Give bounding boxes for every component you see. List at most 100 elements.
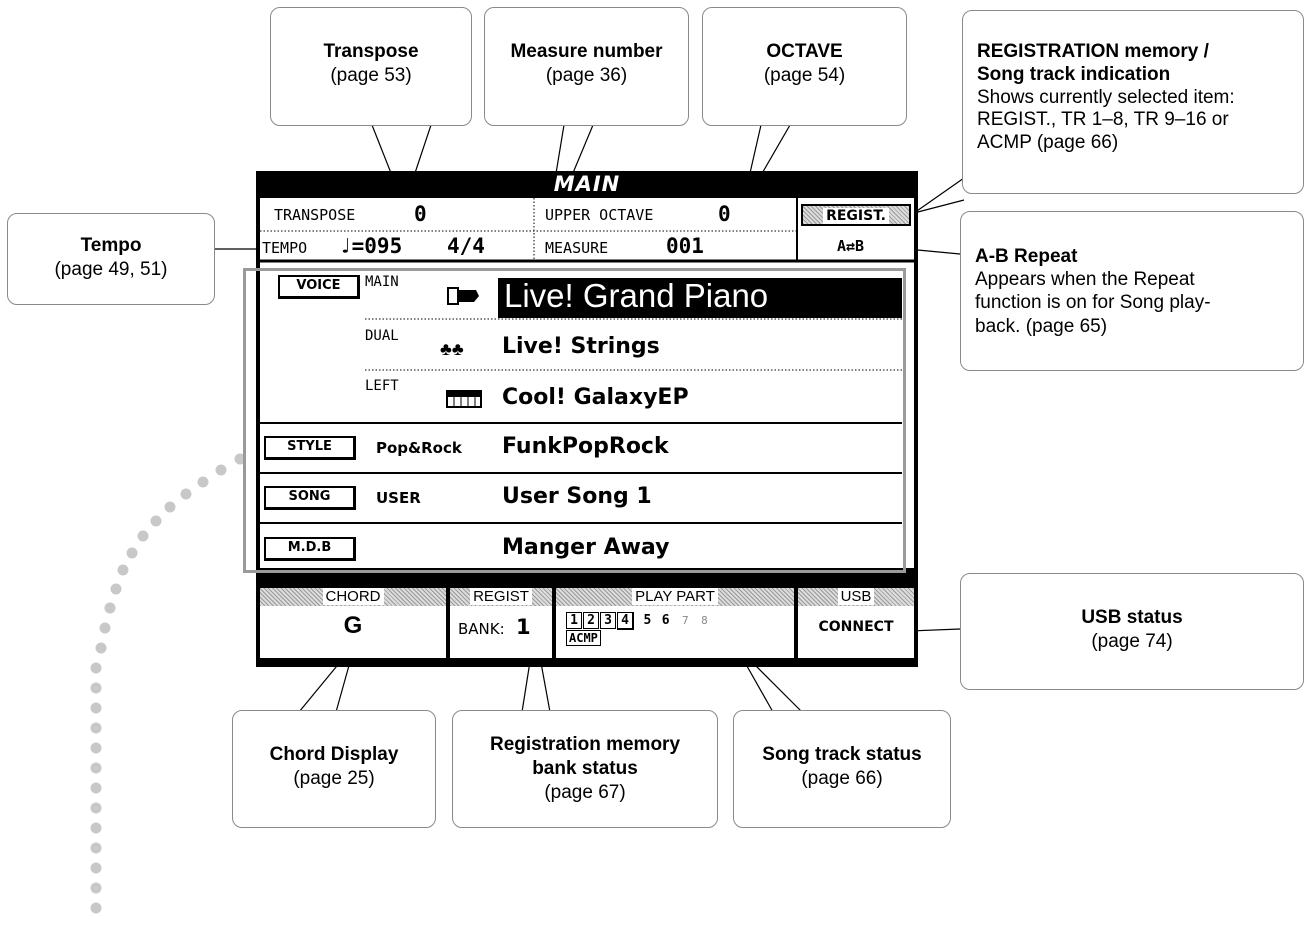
track-2: 2: [583, 612, 599, 629]
song-tag: SONG: [264, 486, 356, 510]
ab-repeat-callout-title: A-B Repeat: [975, 246, 1078, 267]
trail-dot: [90, 762, 102, 774]
songtrack-callout: Song track status (page 66): [733, 710, 951, 828]
transpose-value: 0: [414, 202, 427, 226]
usb-callout-title: USB status: [1081, 607, 1183, 628]
transpose-callout: Transpose (page 53): [270, 7, 472, 126]
measure-value: 001: [666, 234, 704, 258]
trail-dot: [110, 583, 122, 595]
regbank-callout-title2: bank status: [532, 757, 638, 779]
chord-header: CHORD: [260, 588, 446, 606]
lcd-main-area: TRANSPOSE 0 UPPER OCTAVE 0 REGIST. TEMPO…: [260, 198, 914, 568]
octave-callout: OCTAVE (page 54): [702, 7, 907, 126]
track-6: 6: [661, 613, 670, 628]
registration-callout-body3: ACMP (page 66): [977, 132, 1119, 154]
style-name: FunkPopRock: [502, 434, 669, 459]
trail-dot: [234, 453, 246, 465]
tempo-value: ♩=095: [339, 234, 403, 258]
octave-callout-title: OCTAVE: [766, 41, 843, 62]
chord-cell: CHORD G: [260, 588, 446, 658]
trail-dot: [90, 742, 102, 754]
trail-dot: [90, 802, 102, 814]
trail-dot: [90, 822, 102, 834]
songtrack-callout-title: Song track status: [762, 744, 922, 765]
chord-callout: Chord Display (page 25): [232, 710, 436, 828]
regbank-callout-title1: Registration memory: [489, 734, 681, 755]
acmp-track: ACMP: [566, 630, 601, 646]
octave-callout-page: (page 54): [763, 64, 846, 86]
trail-dot: [99, 622, 111, 634]
upper-octave-label: UPPER OCTAVE: [545, 206, 654, 224]
trail-dot: [180, 488, 192, 500]
chord-callout-page: (page 25): [293, 767, 375, 789]
lcd-grid-lines: [260, 198, 914, 524]
trail-dot: [90, 782, 102, 794]
trail-dot: [197, 476, 209, 488]
trail-dot: [150, 515, 162, 527]
style-category: Pop&Rock: [376, 439, 462, 457]
chord-value: G: [343, 612, 363, 639]
measure-callout: Measure number (page 36): [484, 7, 689, 126]
usb-header: USB: [798, 588, 914, 606]
keyboard-icon: [446, 389, 482, 414]
measure-label: MEASURE: [545, 239, 609, 257]
measure-callout-title: Measure number: [510, 41, 663, 62]
ab-repeat-indicator: A⇄B: [837, 237, 865, 255]
trail-dot: [90, 682, 102, 694]
registration-callout-body1: Shows currently selected item:: [977, 86, 1235, 108]
left-voice-name: Cool! GalaxyEP: [502, 385, 689, 410]
registration-callout-title1: REGISTRATION memory /: [977, 41, 1209, 62]
transpose-callout-title: Transpose: [323, 41, 419, 62]
bank-value: 1: [516, 615, 531, 639]
dual-voice-label: DUAL: [365, 328, 399, 344]
registration-callout: REGISTRATION memory / Song track indicat…: [962, 10, 1304, 194]
track-3: 3: [600, 612, 616, 629]
ab-repeat-callout: A-B Repeat Appears when the Repeat funct…: [960, 211, 1304, 371]
trail-dot: [215, 464, 227, 476]
usb-callout-page: (page 74): [1091, 630, 1173, 652]
registration-callout-title2: Song track indication: [977, 63, 1171, 85]
ab-repeat-callout-body2: function is on for Song play-: [975, 292, 1211, 314]
track-7: 7: [682, 614, 689, 627]
tempo-callout-title: Tempo: [80, 235, 142, 256]
lcd-display: MAIN TRANSPOSE 0 UPPER OCTAVE 0 REGIST. …: [256, 171, 918, 667]
main-voice-label: MAIN: [365, 274, 399, 290]
transpose-label: TRANSPOSE: [274, 206, 356, 224]
trail-dot: [95, 642, 107, 654]
usb-value: CONNECT: [818, 619, 894, 635]
mdb-tag: M.D.B: [264, 537, 356, 561]
registration-callout-body2: REGIST., TR 1–8, TR 9–16 or: [977, 109, 1229, 131]
trail-dot: [126, 547, 138, 559]
trail-dot: [137, 530, 149, 542]
trail-dot: [90, 862, 102, 874]
mdb-name: Manger Away: [502, 535, 670, 560]
ab-repeat-callout-body1: Appears when the Repeat: [975, 269, 1195, 291]
tempo-callout: Tempo (page 49, 51): [7, 213, 215, 305]
tempo-callout-page: (page 49, 51): [54, 258, 168, 280]
playpart-header: PLAY PART: [556, 588, 794, 606]
tempo-label: TEMPO: [262, 239, 308, 257]
regbank-callout: Registration memory bank status (page 67…: [452, 710, 718, 828]
trail-dot: [90, 842, 102, 854]
track-8: 8: [701, 614, 708, 627]
piano-icon: [446, 286, 480, 312]
time-signature: 4/4: [447, 234, 485, 258]
trail-dot: [90, 702, 102, 714]
voice-tag: VOICE: [278, 275, 360, 299]
song-category: USER: [376, 489, 421, 507]
chord-callout-title: Chord Display: [269, 744, 399, 765]
bank-label: BANK:: [458, 620, 505, 638]
song-name: User Song 1: [502, 484, 652, 509]
songtrack-callout-page: (page 66): [801, 767, 883, 789]
track-5: 5: [643, 613, 652, 628]
left-voice-label: LEFT: [365, 378, 399, 394]
track-4: 4: [617, 612, 634, 630]
regbank-callout-page: (page 67): [544, 781, 626, 803]
main-voice-name: Live! Grand Piano: [504, 277, 769, 314]
transpose-callout-page: (page 53): [330, 64, 412, 86]
main-voice-highlight: [498, 278, 902, 318]
trail-dot: [104, 602, 116, 614]
measure-callout-page: (page 36): [545, 64, 628, 86]
